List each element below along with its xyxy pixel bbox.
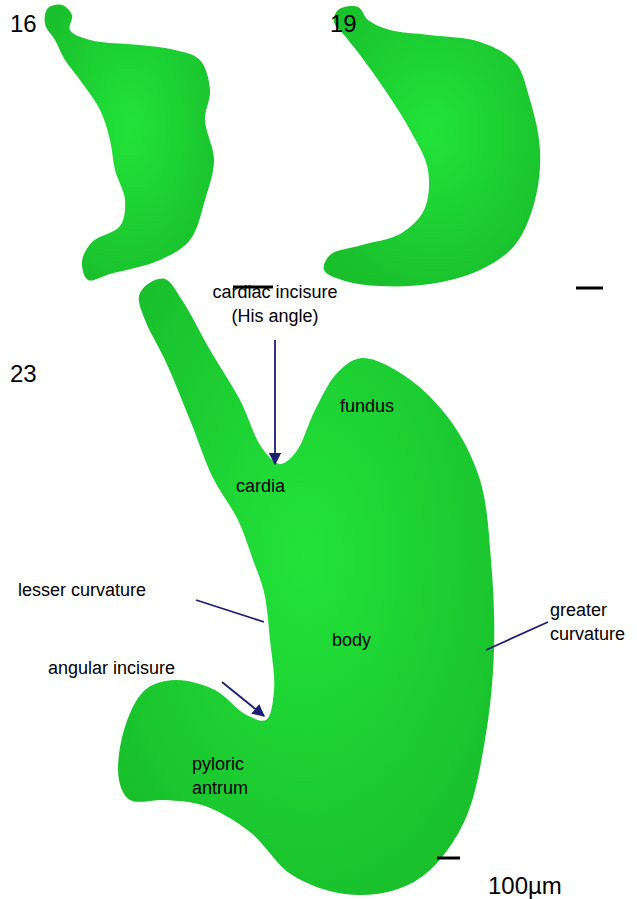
- stomach-stage-19: [324, 6, 541, 286]
- part-label: greater curvature: [550, 598, 634, 647]
- leader-arrow: [274, 340, 276, 464]
- region-label: fundus: [340, 394, 394, 418]
- region-label: pyloric antrum: [192, 752, 282, 801]
- stage-number: 16: [10, 8, 37, 40]
- stage-number: 23: [10, 358, 37, 390]
- leader-arrow: [222, 682, 264, 716]
- stomach-region: fundus cardia body pyloric antrum: [118, 278, 498, 898]
- scale-bar: [576, 287, 603, 290]
- part-label: angular incisure: [48, 656, 228, 680]
- scale-bar: [437, 857, 460, 860]
- stage-number: 19: [330, 8, 357, 40]
- leader-line: [196, 600, 264, 622]
- region-label: body: [332, 628, 371, 652]
- stomach-stage-16: [45, 5, 214, 281]
- stomach-stage-23: [118, 279, 494, 895]
- region-label: cardia: [236, 474, 285, 498]
- part-label: cardiac incisure (His angle): [195, 280, 355, 329]
- stage-number: 100µm: [488, 870, 562, 899]
- leader-line: [486, 622, 548, 650]
- part-label: lesser curvature: [18, 578, 198, 602]
